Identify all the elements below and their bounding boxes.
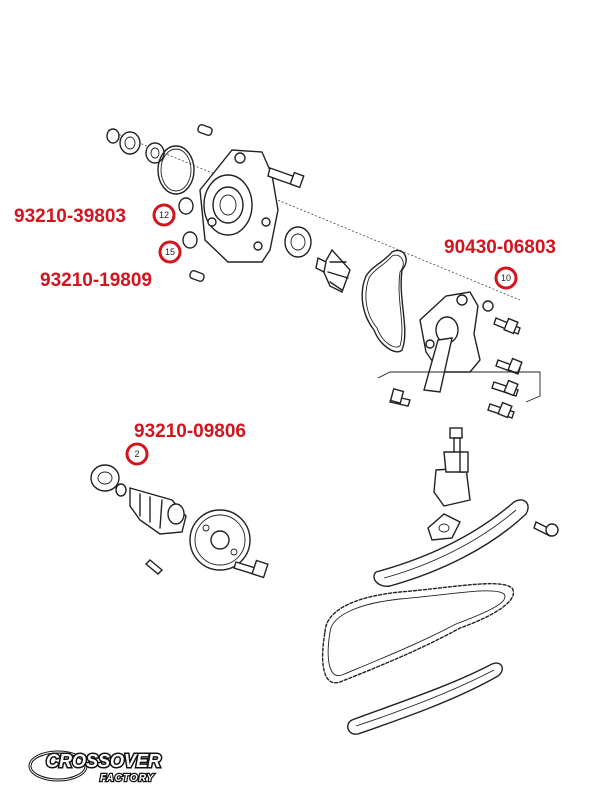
- part-number-label: 93210-09806: [134, 421, 246, 442]
- timing-chain-drawing: [321, 427, 559, 735]
- crossover-factory-logo: CROSSOVER FACTORY: [28, 750, 163, 785]
- part-number-label: 93210-19809: [40, 270, 152, 291]
- callout-ref-number: 15: [165, 247, 175, 257]
- callout-93210-39803: 93210-39803 12: [14, 203, 176, 227]
- sprocket-drawing: [189, 509, 251, 571]
- water-pump-assembly-drawing: [106, 123, 541, 419]
- callout-93210-09806: 93210-09806 2: [125, 421, 246, 466]
- camshaft-sprocket-drawing: [90, 464, 269, 579]
- logo-line2: FACTORY: [100, 773, 155, 784]
- callout-circle: [125, 442, 149, 466]
- part-number-label: 90430-06803: [444, 237, 556, 258]
- callout-90430-06803: 90430-06803 10: [444, 237, 556, 290]
- callout-ref-number: 12: [159, 210, 169, 220]
- callout-ref-number: 2: [134, 449, 139, 459]
- callout-ref-number: 10: [501, 273, 511, 283]
- callout-circle: [152, 203, 176, 227]
- logo-line1: CROSSOVER: [46, 751, 161, 771]
- callout-circle: [494, 266, 518, 290]
- callout-93210-19809: 15 93210-19809: [40, 240, 182, 291]
- callout-circle: [158, 240, 182, 264]
- part-number-label: 93210-39803: [14, 206, 126, 227]
